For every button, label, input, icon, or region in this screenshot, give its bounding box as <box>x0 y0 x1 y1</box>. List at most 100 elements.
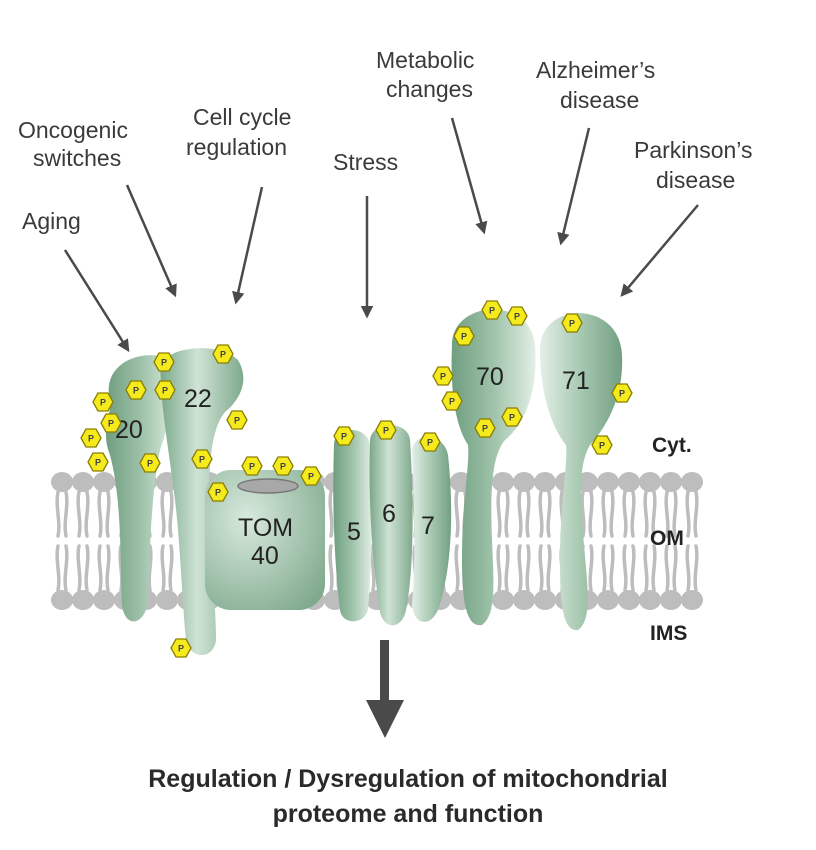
phosphate-icon: P <box>100 413 122 433</box>
phosphate-label: P <box>199 455 205 465</box>
lipid-tail <box>664 490 670 538</box>
lipid-tail <box>525 544 531 592</box>
arrow-oncogenic <box>125 184 177 298</box>
label-outer-membrane: OM <box>650 527 684 550</box>
phosphate-label: P <box>162 386 168 396</box>
tom7-protein <box>412 437 452 622</box>
lipid-tail <box>105 544 111 592</box>
lipid-tail <box>97 544 103 592</box>
phosphate-icon: P <box>333 426 355 446</box>
lipid-head-outer <box>618 472 640 492</box>
label-ims: IMS <box>650 622 687 645</box>
lipid-head-inner <box>513 590 535 610</box>
phosphate-icon: P <box>474 418 496 438</box>
lipid-tail <box>601 490 607 538</box>
outcome-line-2: proteome and function <box>273 800 544 828</box>
tom71-protein <box>540 313 623 631</box>
phosphate-icon: P <box>87 452 109 472</box>
label-metabolic-2: changes <box>386 76 473 102</box>
lipid-tail <box>672 544 678 592</box>
phosphate-icon: P <box>154 380 176 400</box>
tom40-label-2: 40 <box>251 542 279 570</box>
lipid-head-inner <box>93 590 115 610</box>
lipid-tail <box>168 544 174 592</box>
lipid-tail <box>84 544 90 592</box>
tom20-protein <box>105 355 179 622</box>
label-oncogenic-switches-1: Oncogenic <box>18 117 128 143</box>
lipid-tail <box>546 544 552 592</box>
lipid-tail <box>538 544 544 592</box>
arrow-aging <box>63 249 130 353</box>
lipid-tail <box>685 490 691 538</box>
label-cytosol: Cyt. <box>652 434 692 457</box>
tom40-pore <box>237 478 299 494</box>
lipid-tail <box>580 490 586 538</box>
lipid-tail <box>630 544 636 592</box>
lipid-tail <box>160 544 166 592</box>
lipid-head-outer <box>534 472 556 492</box>
lipid-tail <box>601 544 607 592</box>
lipid-head-inner <box>156 590 178 610</box>
stimulus-arrows <box>63 117 699 353</box>
lipid-tail <box>525 490 531 538</box>
outcome-arrow <box>366 640 404 738</box>
lipid-tail <box>517 544 523 592</box>
lipid-tail <box>55 544 61 592</box>
compartment-labels: Cyt. OM IMS <box>650 434 692 645</box>
phosphate-label: P <box>427 438 433 448</box>
lipid-tail <box>105 490 111 538</box>
tom5-protein <box>333 430 373 622</box>
lipid-head-outer <box>639 472 661 492</box>
lipid-head-inner <box>597 590 619 610</box>
lipid-tail <box>651 490 657 538</box>
phosphate-label: P <box>215 488 221 498</box>
lipid-tail <box>63 490 69 538</box>
phosphate-icon: P <box>432 366 454 386</box>
lipid-tail <box>370 544 376 592</box>
lipid-head-outer <box>681 472 703 492</box>
tom40-barrel <box>205 470 325 610</box>
phosphate-label: P <box>147 459 153 469</box>
phosphate-label: P <box>599 441 605 451</box>
lipid-head-outer <box>51 472 73 492</box>
lipid-head-outer <box>72 472 94 492</box>
lipid-head-outer <box>492 472 514 492</box>
lipid-tail <box>63 544 69 592</box>
phosphate-icon: P <box>506 306 528 326</box>
lipid-tail <box>84 490 90 538</box>
lipid-tail <box>454 490 460 538</box>
phosphate-label: P <box>280 462 286 472</box>
lipid-tail <box>504 544 510 592</box>
lipid-tail <box>672 490 678 538</box>
lipid-head-inner <box>660 590 682 610</box>
label-stress: Stress <box>333 149 398 175</box>
tom71-label: 71 <box>562 367 590 395</box>
label-oncogenic-switches-2: switches <box>33 145 121 171</box>
lipid-tail <box>546 490 552 538</box>
lipid-tail <box>622 490 628 538</box>
lipid-tail <box>651 544 657 592</box>
phosphate-label: P <box>234 416 240 426</box>
tom6-label: 6 <box>382 500 396 528</box>
phosphate-icon: P <box>419 432 441 452</box>
phosphate-label: P <box>569 319 575 329</box>
lipid-head-inner <box>51 590 73 610</box>
tom-complex <box>105 309 623 655</box>
lipid-head-inner <box>534 590 556 610</box>
tom22-protein <box>160 348 244 655</box>
phosphate-label: P <box>108 419 114 429</box>
label-alzheimers-1: Alzheimer’s <box>536 57 655 83</box>
lipid-tail <box>630 490 636 538</box>
lipid-tail <box>496 490 502 538</box>
phosphate-icon: P <box>241 456 263 476</box>
phosphate-icon: P <box>92 392 114 412</box>
phosphate-label: P <box>88 434 94 444</box>
lipid-head-outer <box>576 472 598 492</box>
phosphate-icon: P <box>591 435 613 455</box>
lipid-head-inner <box>618 590 640 610</box>
lipid-head-outer <box>660 472 682 492</box>
phosphate-label: P <box>220 350 226 360</box>
lipid-tail <box>517 490 523 538</box>
phosphate-icon: P <box>561 313 583 333</box>
